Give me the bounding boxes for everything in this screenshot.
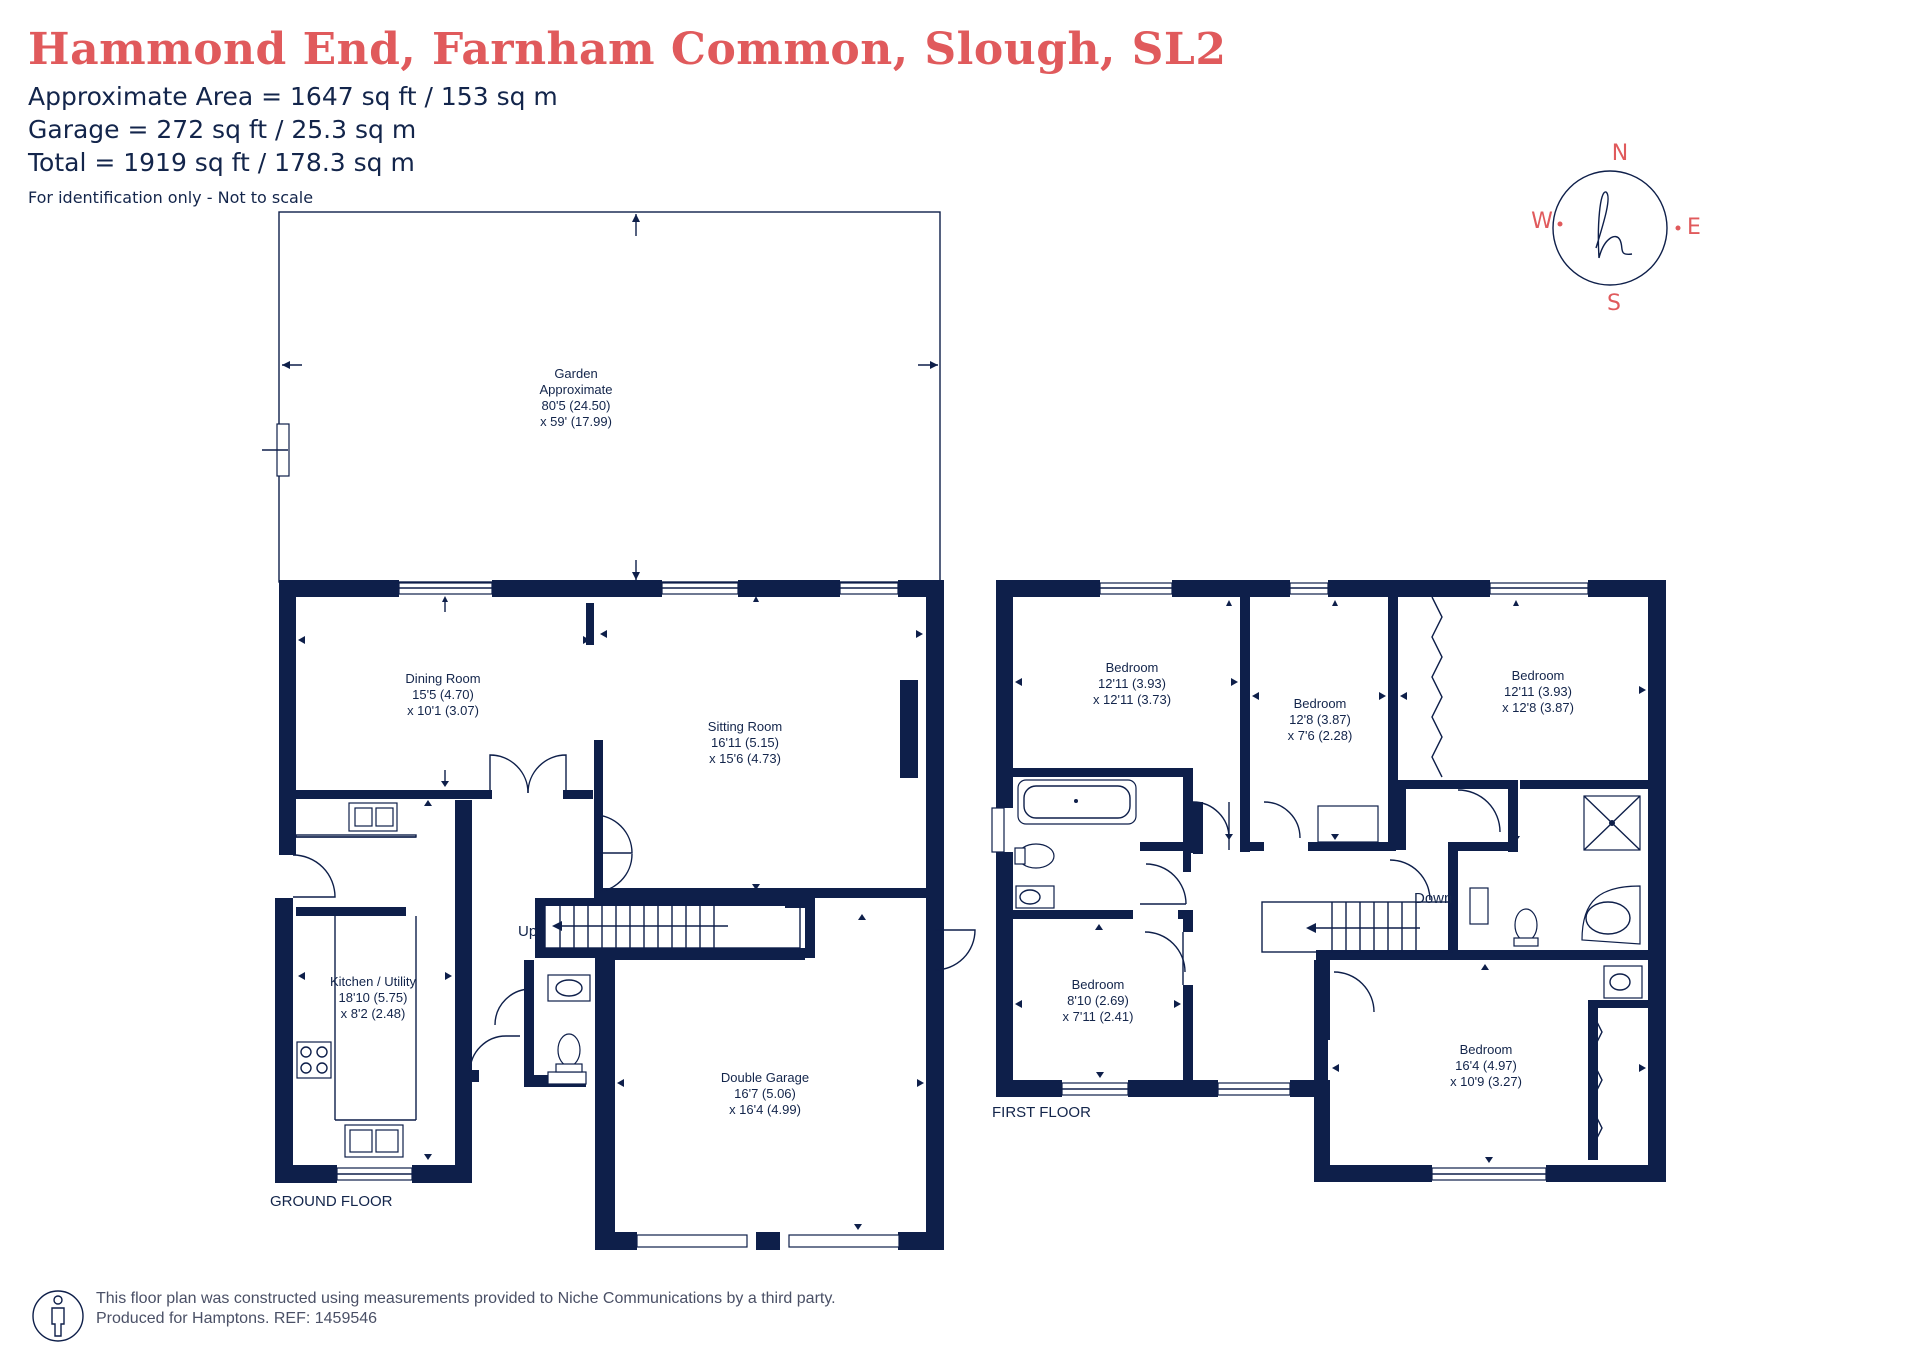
cupboard-icon xyxy=(1317,805,1379,843)
svg-text:x 12'11 (3.73): x 12'11 (3.73) xyxy=(1093,692,1171,707)
svg-text:x 10'9 (3.27): x 10'9 (3.27) xyxy=(1450,1074,1522,1089)
svg-text:80'5 (24.50): 80'5 (24.50) xyxy=(542,398,611,413)
svg-text:x 7'11 (2.41): x 7'11 (2.41) xyxy=(1063,1009,1134,1024)
svg-text:Bedroom: Bedroom xyxy=(1294,696,1347,711)
room-label-bedroom-2: Bedroom 12'8 (3.87) x 7'6 (2.28) xyxy=(1288,696,1353,743)
svg-text:12'8 (3.87): 12'8 (3.87) xyxy=(1289,712,1351,727)
svg-text:x 7'6 (2.28): x 7'6 (2.28) xyxy=(1288,728,1353,743)
footer-disclaimer: This floor plan was constructed using me… xyxy=(96,1290,836,1307)
ground-floor-walls xyxy=(275,580,944,1250)
svg-text:12'11 (3.93): 12'11 (3.93) xyxy=(1504,684,1572,699)
ground-floor-doors xyxy=(292,754,976,1073)
svg-text:x 15'6 (4.73): x 15'6 (4.73) xyxy=(709,751,781,766)
wardrobes xyxy=(1431,596,1603,1153)
svg-text:Dining Room: Dining Room xyxy=(405,671,480,686)
svg-text:Garden: Garden xyxy=(554,366,597,381)
compass-north: N xyxy=(1612,141,1628,166)
room-label-kitchen: Kitchen / Utility 18'10 (5.75) x 8'2 (2.… xyxy=(330,974,416,1021)
wc-icon xyxy=(557,1033,581,1067)
corner-bath-icon xyxy=(1581,885,1641,945)
compass-logo-icon xyxy=(1595,191,1633,259)
first-floor-walls xyxy=(996,580,1666,1182)
ground-floor-dimension-arrows xyxy=(298,596,924,1230)
svg-text:Bedroom: Bedroom xyxy=(1072,977,1125,992)
svg-text:16'4 (4.97): 16'4 (4.97) xyxy=(1455,1058,1517,1073)
compass-south: S xyxy=(1607,291,1621,316)
stairs-down-label: Down xyxy=(1414,890,1452,907)
svg-text:12'11 (3.93): 12'11 (3.93) xyxy=(1098,676,1166,691)
approximate-area: Approximate Area = 1647 sq ft / 153 sq m xyxy=(28,82,558,111)
first-stairs xyxy=(1261,901,1453,953)
compass: N E S W xyxy=(1531,141,1701,316)
cloakroom-basin-icon xyxy=(547,974,591,1002)
hob-icon xyxy=(296,1041,332,1079)
page-title: Hammond End, Farnham Common, Slough, SL2 xyxy=(28,24,1227,75)
ground-stairs xyxy=(544,903,801,949)
disclaimer: For identification only - Not to scale xyxy=(28,188,314,207)
stairs-up-label: Up xyxy=(518,923,537,940)
first-floor-windows xyxy=(991,582,1589,1181)
svg-text:16'11 (5.15): 16'11 (5.15) xyxy=(711,735,779,750)
svg-text:Sitting Room: Sitting Room xyxy=(708,719,782,734)
svg-text:Double Garage: Double Garage xyxy=(721,1070,809,1085)
svg-text:15'5 (4.70): 15'5 (4.70) xyxy=(412,687,474,702)
ground-floor-windows xyxy=(336,582,900,1248)
svg-text:Bedroom: Bedroom xyxy=(1460,1042,1513,1057)
svg-text:Bedroom: Bedroom xyxy=(1512,668,1565,683)
ground-floor-fixtures xyxy=(295,802,591,1158)
svg-text:x 8'2 (2.48): x 8'2 (2.48) xyxy=(341,1006,406,1021)
first-floor-fixtures xyxy=(1014,779,1643,999)
footer-reference: Produced for Hamptons. REF: 1459546 xyxy=(96,1310,378,1327)
svg-text:Approximate: Approximate xyxy=(540,382,613,397)
person-icon xyxy=(32,1290,84,1342)
svg-text:x 12'8 (3.87): x 12'8 (3.87) xyxy=(1502,700,1574,715)
total-area: Total = 1919 sq ft / 178.3 sq m xyxy=(28,148,415,177)
ground-floor-label: GROUND FLOOR xyxy=(270,1193,393,1210)
garage-area: Garage = 272 sq ft / 25.3 sq m xyxy=(28,115,417,144)
first-floor-label: FIRST FLOOR xyxy=(992,1104,1091,1121)
basin-icon xyxy=(1015,885,1055,909)
svg-text:18'10 (5.75): 18'10 (5.75) xyxy=(339,990,408,1005)
ensuite-basin-icon xyxy=(1469,887,1489,925)
compass-circle xyxy=(1552,170,1668,286)
room-label-bedroom-1: Bedroom 12'11 (3.93) x 12'11 (3.73) xyxy=(1093,660,1171,707)
svg-text:Bedroom: Bedroom xyxy=(1106,660,1159,675)
first-floor-dimension-arrows xyxy=(1015,600,1646,1163)
room-label-bedroom-3: Bedroom 12'11 (3.93) x 12'8 (3.87) xyxy=(1502,668,1574,715)
compass-west: W xyxy=(1531,209,1553,234)
room-label-garden: Garden Approximate 80'5 (24.50) x 59' (1… xyxy=(540,366,613,429)
svg-text:Kitchen / Utility: Kitchen / Utility xyxy=(330,974,416,989)
svg-text:16'7 (5.06): 16'7 (5.06) xyxy=(734,1086,796,1101)
garden-outline xyxy=(262,211,941,583)
room-label-bedroom-5: Bedroom 16'4 (4.97) x 10'9 (3.27) xyxy=(1450,1042,1522,1089)
svg-text:x 10'1 (3.07): x 10'1 (3.07) xyxy=(407,703,479,718)
room-label-sitting: Sitting Room 16'11 (5.15) x 15'6 (4.73) xyxy=(708,719,782,766)
room-label-garage: Double Garage 16'7 (5.06) x 16'4 (4.99) xyxy=(721,1070,809,1117)
room-label-bedroom-4: Bedroom 8'10 (2.69) x 7'11 (2.41) xyxy=(1063,977,1134,1024)
svg-text:8'10 (2.69): 8'10 (2.69) xyxy=(1067,993,1129,1008)
svg-text:x 59' (17.99): x 59' (17.99) xyxy=(540,414,612,429)
ensuite-wc-icon xyxy=(1514,908,1538,942)
compass-east: E xyxy=(1687,215,1701,240)
svg-text:x 16'4 (4.99): x 16'4 (4.99) xyxy=(729,1102,801,1117)
room-label-dining: Dining Room 15'5 (4.70) x 10'1 (3.07) xyxy=(405,671,480,718)
first-floor-doors xyxy=(1140,789,1501,1013)
